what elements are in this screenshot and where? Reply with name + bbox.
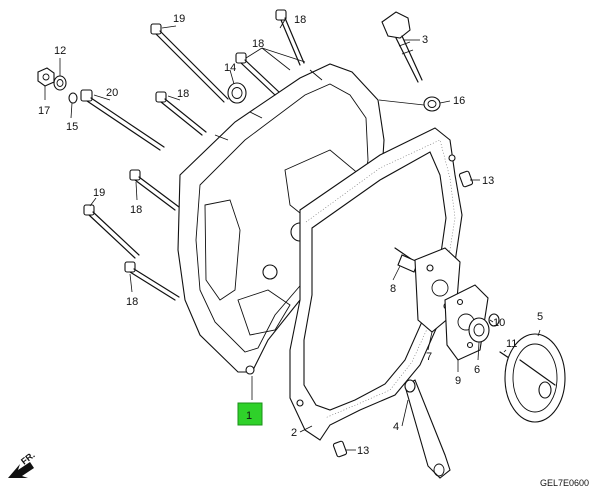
bolt-18-top-right [275,9,305,66]
bolt-18-left-upper [155,91,207,136]
dowel-pin-13-upper [458,170,474,188]
oil-filler-cap-3 [381,11,423,83]
label-17: 17 [38,105,50,117]
rotor-6 [468,317,490,343]
label-18-left-upper: 18 [177,88,189,100]
bolt-18-left-mid [129,169,180,211]
label-5: 5 [537,311,543,323]
label-10: 10 [493,317,505,329]
label-8: 8 [390,283,396,295]
part-labels: 19 18 18 14 12 17 15 20 18 18 19 18 3 16… [38,13,543,457]
label-19-left: 19 [93,187,105,199]
bolt-19-top [150,23,229,103]
washer-12 [53,75,67,91]
label-13-upper: 13 [482,175,494,187]
label-18-upper-mid: 18 [252,38,264,50]
leader-lines [44,17,541,451]
label-6: 6 [474,364,480,376]
bolt-18-lower-left [124,261,180,301]
label-20: 20 [106,87,118,99]
label-7: 7 [426,351,432,363]
pump-drive-arm-4 [404,379,451,479]
o-ring-16 [423,96,441,112]
label-12: 12 [54,45,66,57]
label-18-lower-left: 18 [126,296,138,308]
label-2: 2 [291,427,297,439]
washer-15 [68,92,78,104]
bolt-18-upper-mid [235,52,280,96]
bolt-20 [80,89,165,151]
label-9: 9 [455,375,461,387]
label-16: 16 [453,95,465,107]
label-1: 1 [246,410,252,422]
direction-label: FR. [19,450,37,467]
label-14: 14 [224,62,236,74]
dowel-pin-13-lower [332,440,348,458]
reference-code: GEL7E0600 [540,478,589,488]
oil-seal-14 [227,82,247,104]
cover-gasket [289,127,463,441]
label-18-top-right: 18 [294,14,306,26]
washer-10 [488,313,500,327]
gear-5 [504,333,566,423]
label-11: 11 [506,338,517,350]
front-direction-indicator: FR. [8,450,37,478]
bolt-19-left [83,204,140,259]
label-19-top: 19 [173,13,185,25]
label-13-lower: 13 [357,445,369,457]
label-15: 15 [66,121,78,133]
nut-17 [37,67,55,87]
front-arrow-icon [8,462,34,478]
label-4: 4 [393,421,399,433]
label-18-left-mid: 18 [130,204,142,216]
highlighted-label-1: 1 [237,402,263,426]
label-3: 3 [422,34,428,46]
